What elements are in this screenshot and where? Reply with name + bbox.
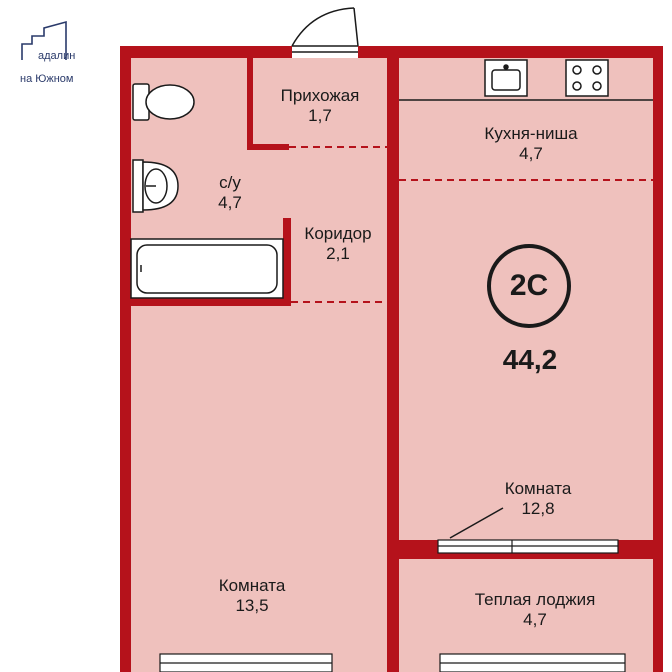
kitchen-counter-icon: [399, 59, 653, 101]
window-loggia-bottom-icon: [439, 653, 626, 672]
room-label-room-right: Комната 12,8: [488, 479, 588, 519]
hall-wall-left: [247, 58, 253, 150]
right-floor: [399, 58, 653, 540]
hall-wall-bottom: [247, 144, 289, 150]
left-floor: [131, 58, 387, 672]
room-area: 4,7: [523, 610, 547, 629]
sink-icon: [132, 159, 179, 213]
room-label-hallway: Прихожая 1,7: [256, 86, 384, 126]
room-name: Коридор: [304, 224, 372, 243]
bathtub-icon: [130, 238, 284, 299]
bath-wall-right: [283, 218, 291, 306]
room-name: с/у: [219, 173, 241, 192]
room-name: Кухня-ниша: [484, 124, 578, 143]
type-badge-circle: [487, 244, 571, 328]
window-room-left-icon: [159, 653, 333, 672]
room-name: Прихожая: [280, 86, 360, 105]
room-label-corridor: Коридор 2,1: [292, 224, 384, 264]
room-label-room-left: Комната 13,5: [198, 576, 306, 616]
apartment-type-badge: 2С: [509, 269, 549, 302]
room-label-kitchen: Кухня-ниша 4,7: [464, 124, 598, 164]
loggia-floor: [399, 559, 653, 672]
room-label-bathroom: с/у 4,7: [200, 173, 260, 213]
window-loggia-top-icon: [437, 539, 619, 554]
bath-wall-bottom: [131, 298, 291, 306]
logo-subtext: на Южном: [20, 73, 74, 85]
logo-text: адалин: [38, 50, 76, 62]
room-name: Теплая лоджия: [474, 590, 596, 609]
room-label-loggia: Теплая лоджия 4,7: [450, 590, 620, 630]
room-area: 1,7: [308, 106, 332, 125]
label-leader-line: [449, 507, 504, 539]
room-area: 4,7: [218, 193, 242, 212]
total-area: 44,2: [502, 344, 558, 375]
room-area: 12,8: [521, 499, 555, 518]
door-gap: [292, 44, 358, 58]
room-area: 2,1: [326, 244, 350, 263]
stove-icon: [565, 59, 609, 97]
room-area: 4,7: [519, 144, 543, 163]
toilet-icon: [132, 83, 195, 121]
logo-icon: [21, 20, 67, 60]
room-area: 13,5: [235, 596, 269, 615]
room-name: Комната: [504, 479, 572, 498]
room-name: Комната: [218, 576, 286, 595]
entrance-door-icon: [291, 7, 359, 53]
zone-lines: [289, 108, 653, 306]
